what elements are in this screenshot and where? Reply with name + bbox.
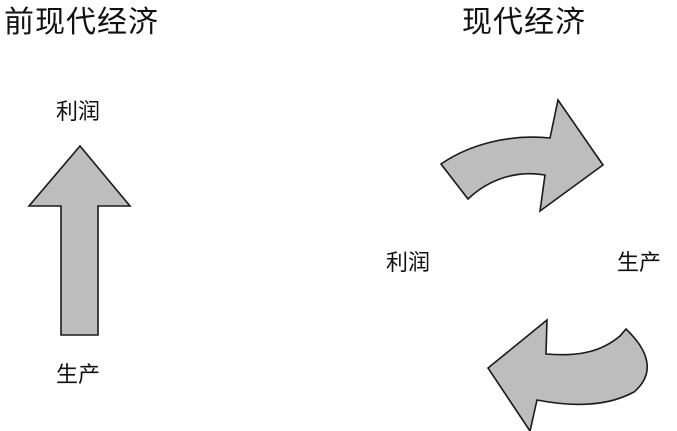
right-profit-label: 利润 <box>386 251 431 276</box>
left-production-label: 生产 <box>56 363 101 388</box>
left-profit-label: 利润 <box>56 100 101 125</box>
right-production-label: 生产 <box>617 251 662 276</box>
curved-arrow-right <box>439 98 605 213</box>
curved-arrow-left <box>486 318 648 431</box>
modern-economy-title: 现代经济 <box>462 5 586 40</box>
upward-arrow <box>27 144 132 336</box>
premodern-economy-title: 前现代经济 <box>4 5 159 40</box>
